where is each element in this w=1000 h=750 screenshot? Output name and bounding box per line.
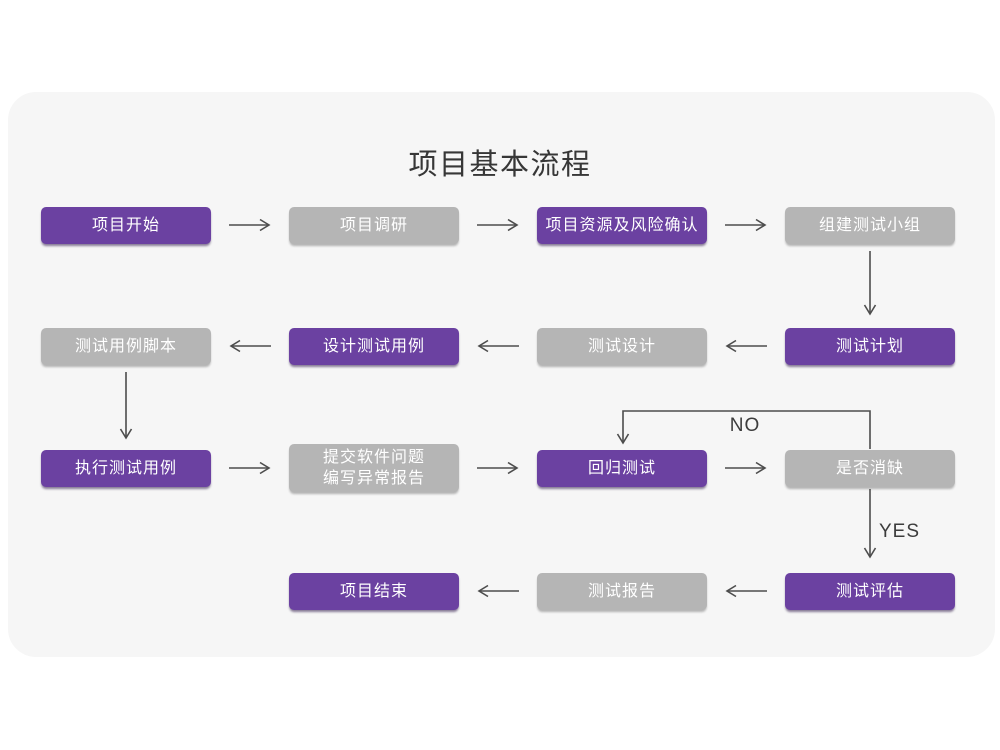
- node-test-evaluation: 测试评估: [785, 573, 955, 610]
- edge-label-yes: YES: [879, 521, 921, 542]
- node-label: 项目资源及风险确认: [545, 217, 699, 234]
- node-defect-resolved: 是否消缺: [785, 450, 955, 487]
- node-project-research: 项目调研: [289, 207, 459, 244]
- node-label: 组建测试小组: [818, 217, 921, 234]
- node-regression-test: 回归测试: [537, 450, 707, 487]
- page-title: 项目基本流程: [408, 149, 592, 181]
- node-label-line2: 编写异常报告: [322, 470, 425, 487]
- node-label: 测试用例脚本: [74, 338, 177, 355]
- node-project-end: 项目结束: [289, 573, 459, 610]
- node-test-plan: 测试计划: [785, 328, 955, 365]
- node-label: 是否消缺: [835, 460, 904, 477]
- node-label: 回归测试: [587, 460, 656, 477]
- flowchart-card: [8, 92, 995, 657]
- node-label: 设计测试用例: [322, 338, 425, 355]
- node-resources-risk-confirm: 项目资源及风险确认: [537, 207, 707, 244]
- node-design-test-case: 设计测试用例: [289, 328, 459, 365]
- node-label: 测试评估: [835, 583, 904, 600]
- node-label: 执行测试用例: [74, 460, 177, 477]
- edge-label-no: NO: [729, 415, 761, 436]
- node-label: 测试报告: [587, 583, 656, 600]
- node-label: 测试计划: [835, 338, 904, 355]
- node-test-design: 测试设计: [537, 328, 707, 365]
- node-execute-test-case: 执行测试用例: [41, 450, 211, 487]
- node-label: 项目调研: [339, 217, 408, 234]
- node-build-test-team: 组建测试小组: [785, 207, 955, 244]
- node-test-report: 测试报告: [537, 573, 707, 610]
- node-label: 项目开始: [91, 217, 160, 234]
- node-label-line1: 提交软件问题: [322, 449, 425, 466]
- node-test-case-script: 测试用例脚本: [41, 328, 211, 365]
- node-project-start: 项目开始: [41, 207, 211, 244]
- node-label: 测试设计: [587, 338, 656, 355]
- node-label: 项目结束: [339, 583, 408, 600]
- node-submit-issue-report: 提交软件问题 编写异常报告: [289, 444, 459, 492]
